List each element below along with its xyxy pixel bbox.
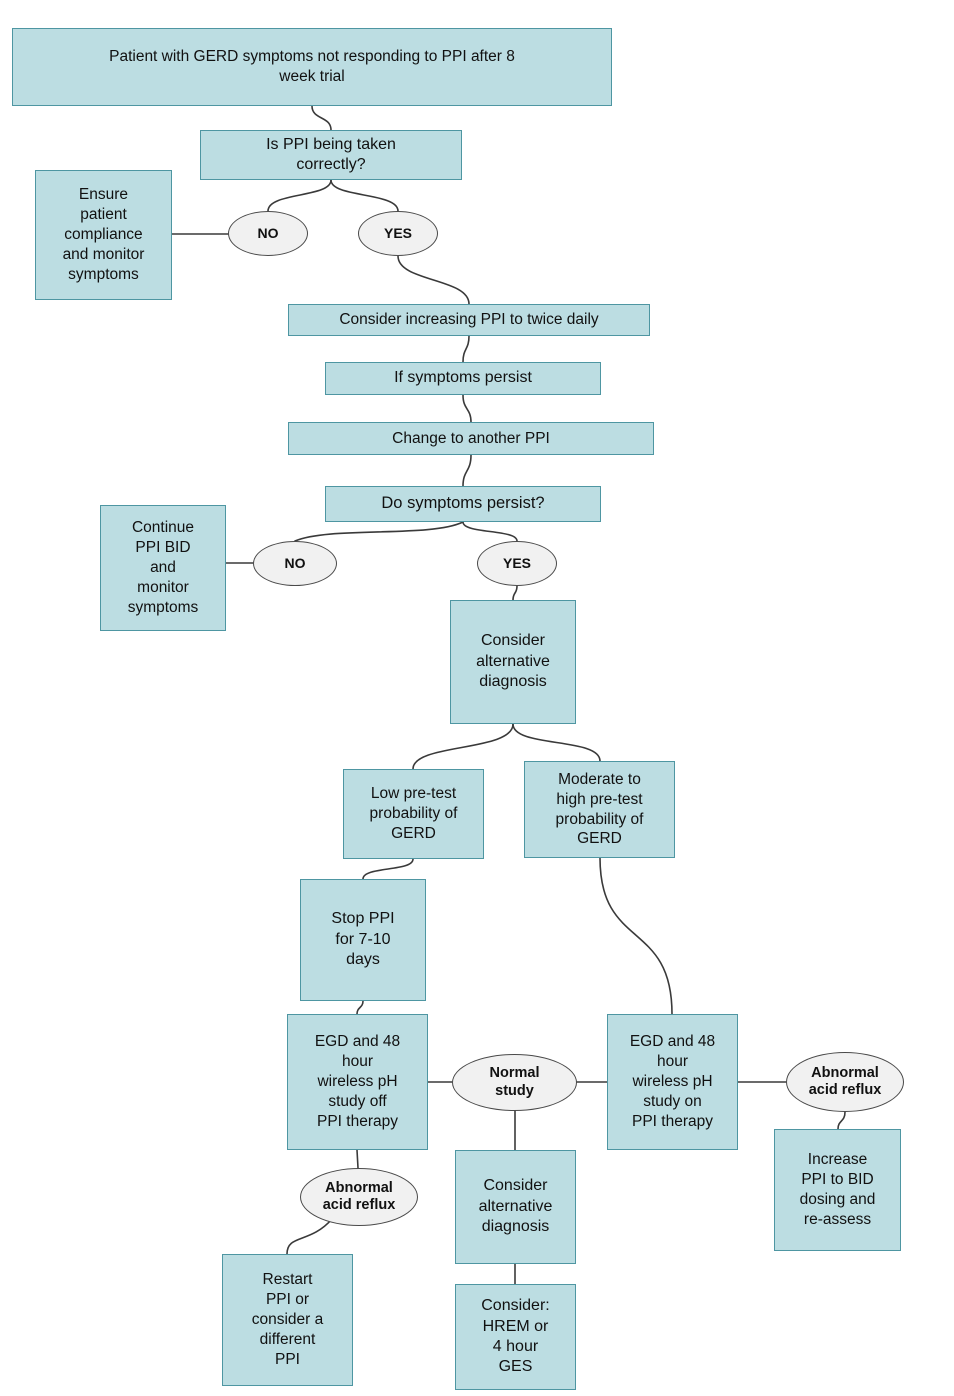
node-increase-ppi-bid-label: Increase PPI to BID dosing and re-assess [799,1151,876,1228]
node-restart-ppi: Restart PPI or consider a different PPI [222,1254,353,1386]
node-consider-hrem-ges-label: Consider: HREM or 4 hour GES [481,1297,550,1376]
node-increase-ppi-twice-daily-label: Consider increasing PPI to twice daily [339,311,599,329]
node-do-symptoms-persist-label: Do symptoms persist? [381,494,545,513]
node-stop-ppi-label: Stop PPI for 7-10 days [331,910,395,969]
connector-do-symptoms-persist-to-yes2 [462,521,518,542]
node-no-2: NO [253,541,337,586]
node-start: Patient with GERD symptoms not respondin… [12,28,612,106]
connector-stop-ppi-to-egd-off [356,1000,364,1015]
node-consider-hrem-ges: Consider: HREM or 4 hour GES [455,1284,576,1390]
node-restart-ppi-label: Restart PPI or consider a different PPI [251,1271,324,1368]
node-no-1-label: NO [257,225,279,242]
connector-yes1-to-increase-ppi [397,255,470,305]
connector-change-ppi-to-do-symptoms-persist [462,454,472,487]
connector-abnormal-right-to-increase-bid [837,1111,846,1130]
connector-low-pretest-to-stop-ppi [362,858,414,880]
node-yes-1: YES [358,211,438,256]
node-increase-ppi-bid: Increase PPI to BID dosing and re-assess [774,1129,901,1251]
node-if-symptoms-persist-label: If symptoms persist [394,369,532,387]
node-egd-on-ppi-label: EGD and 48 hour wireless pH study on PPI… [629,1033,716,1130]
node-ensure-compliance-label: Ensure patient compliance and monitor sy… [62,186,145,283]
node-moderate-high-pretest-probability: Moderate to high pre-test probability of… [524,761,675,858]
node-consider-alternative-diagnosis-2: Consider alternative diagnosis [455,1150,576,1264]
node-increase-ppi-twice-daily: Consider increasing PPI to twice daily [288,304,650,336]
node-no-1: NO [228,211,308,256]
connector-do-symptoms-persist-to-no2 [294,521,464,542]
node-no-2-label: NO [284,555,306,572]
node-ensure-compliance: Ensure patient compliance and monitor sy… [35,170,172,300]
node-if-symptoms-persist: If symptoms persist [325,362,601,395]
node-yes-1-label: YES [383,225,412,242]
connector-ppi-correct-to-no1 [267,179,332,212]
node-change-to-another-ppi: Change to another PPI [288,422,654,455]
node-low-pretest-probability: Low pre-test probability of GERD [343,769,484,859]
node-ppi-taken-correctly: Is PPI being taken correctly? [200,130,462,180]
node-yes-2-label: YES [502,555,531,572]
node-low-pretest-probability-label: Low pre-test probability of GERD [369,785,458,842]
node-yes-2: YES [477,541,557,586]
node-ppi-taken-correctly-label: Is PPI being taken correctly? [266,135,396,173]
node-do-symptoms-persist: Do symptoms persist? [325,486,601,522]
connector-alt-diagnosis1-to-mod-high-pretest [512,723,601,762]
node-continue-ppi-bid-label: Continue PPI BID and monitor symptoms [127,519,199,616]
node-egd-off-ppi-label: EGD and 48 hour wireless pH study off PP… [314,1033,401,1130]
node-abnormal-acid-reflux-right-label: Abnormal acid reflux [808,1064,882,1098]
node-abnormal-acid-reflux-left: Abnormal acid reflux [300,1168,418,1226]
node-abnormal-acid-reflux-right: Abnormal acid reflux [786,1052,904,1112]
node-stop-ppi: Stop PPI for 7-10 days [300,879,426,1001]
node-start-label: Patient with GERD symptoms not respondin… [109,48,515,85]
node-moderate-high-pretest-probability-label: Moderate to high pre-test probability of… [555,770,644,848]
connector-egd-off-to-abnormal-left [356,1149,359,1169]
node-continue-ppi-bid: Continue PPI BID and monitor symptoms [100,505,226,631]
node-egd-on-ppi: EGD and 48 hour wireless pH study on PPI… [607,1014,738,1150]
connector-alt-diagnosis1-to-low-pretest [412,723,514,770]
node-normal-study: Normal study [452,1054,577,1111]
connector-mod-high-pretest-to-egd-on [599,857,673,1015]
connector-ppi-correct-to-yes1 [330,179,399,212]
node-consider-alternative-diagnosis-1-label: Consider alternative diagnosis [476,632,550,691]
node-consider-alternative-diagnosis-1: Consider alternative diagnosis [450,600,576,724]
node-normal-study-label: Normal study [489,1065,540,1099]
node-change-to-another-ppi-label: Change to another PPI [392,429,550,447]
connector-start-to-ppi-correct [311,105,332,131]
connector-abnormal-left-to-restart-ppi [286,1218,333,1255]
node-abnormal-acid-reflux-left-label: Abnormal acid reflux [322,1179,396,1213]
node-egd-off-ppi: EGD and 48 hour wireless pH study off PP… [287,1014,428,1150]
node-consider-alternative-diagnosis-2-label: Consider alternative diagnosis [478,1177,553,1236]
connector-yes2-to-alt-diagnosis1 [512,585,518,601]
connector-symptoms-persist-to-change-ppi [462,394,472,423]
connector-increase-ppi-to-symptoms-persist [462,335,470,363]
